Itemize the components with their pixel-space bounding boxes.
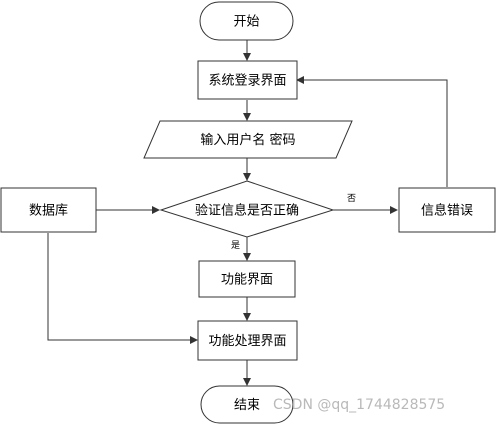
database-node: 数据库 [0,187,97,233]
connectors [47,40,448,386]
start-node: 开始 [199,1,294,41]
verify-node: 验证信息是否正确 [159,180,335,238]
watermark: CSDN @qq_1744828575 [273,397,445,413]
processing-label: 功能处理界面 [208,334,286,349]
edge-error-to-login [296,76,448,187]
end-node: 结束 [200,385,294,424]
function-label: 功能界面 [221,273,273,288]
edge-label-yes: 是 [231,240,240,251]
edge-database-to-processing [47,233,198,344]
login-label: 系统登录界面 [208,74,286,89]
input-label: 输入用户名 密码 [200,132,295,148]
function-node: 功能界面 [198,260,296,298]
end-label: 结束 [234,398,260,413]
verify-label: 验证信息是否正确 [195,203,299,219]
edge-label-no: 否 [347,193,356,204]
database-label: 数据库 [29,203,68,219]
error-node: 信息错误 [398,187,496,233]
login-node: 系统登录界面 [197,60,298,100]
input-node: 输入用户名 密码 [143,120,353,159]
error-label: 信息错误 [421,203,473,219]
processing-node: 功能处理界面 [197,320,298,361]
start-label: 开始 [233,15,259,30]
